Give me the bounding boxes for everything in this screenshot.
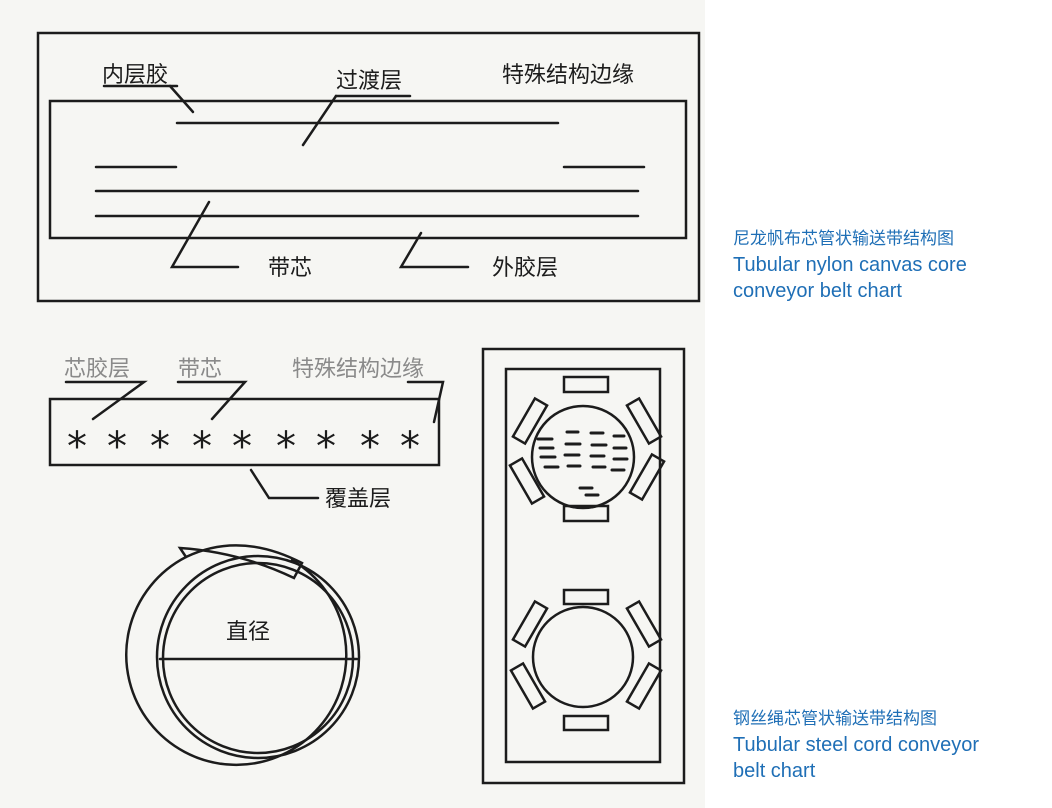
steel-cord-2: * bbox=[107, 424, 127, 470]
caption-nylon-en-line1: Tubular nylon canvas core bbox=[733, 254, 967, 276]
upper-roller-lower-right bbox=[628, 452, 666, 502]
upper-roller-bottom bbox=[562, 504, 610, 523]
label-core-rubber: 芯胶层 bbox=[64, 357, 130, 382]
label-outer-layer: 外胶层 bbox=[492, 256, 558, 281]
label-steel-special-edge: 特殊结构边缘 bbox=[292, 357, 424, 382]
steel-cord-4: * bbox=[192, 424, 212, 470]
steel-cord-7: * bbox=[316, 424, 336, 470]
steel-cord-1: * bbox=[67, 424, 87, 470]
upper-roller-lower-left bbox=[508, 456, 546, 506]
leader-belt-core bbox=[169, 200, 240, 269]
steel-cord-row: * * * * * * * * * bbox=[67, 424, 420, 470]
leader-special-edge-steel bbox=[406, 380, 445, 424]
lower-tube-circle bbox=[531, 605, 635, 709]
label-special-edge: 特殊结构边缘 bbox=[502, 63, 634, 88]
leader-core-rubber bbox=[64, 380, 148, 421]
label-inner-layer: 内层胶 bbox=[102, 63, 168, 88]
gallery-inner-frame bbox=[504, 367, 662, 764]
upper-roller-top bbox=[562, 375, 610, 394]
label-transition-layer: 过渡层 bbox=[336, 69, 402, 94]
caption-steel-cord: 钢丝绳芯管状输送带结构图 Tubular steel cord conveyor… bbox=[733, 706, 979, 784]
label-diameter: 直径 bbox=[226, 620, 270, 645]
leader-transition-layer bbox=[301, 94, 338, 147]
steel-cord-3: * bbox=[150, 424, 170, 470]
lower-roller-upper-left bbox=[511, 599, 549, 649]
belt-structure-drawing: 内层胶 过渡层 特殊结构边缘 带芯 外胶层 芯胶层 带芯 特殊结构边缘 覆盖层 … bbox=[36, 31, 701, 785]
leader-inner-layer bbox=[168, 84, 195, 114]
caption-steel-en-line1: Tubular steel cord conveyor bbox=[733, 734, 980, 756]
lower-roller-lower-right bbox=[625, 661, 663, 711]
upper-roller-upper-right bbox=[625, 396, 663, 446]
leader-steel-belt-core bbox=[176, 380, 248, 421]
caption-nylon-zh: 尼龙帆布芯管状输送带结构图 bbox=[733, 229, 954, 249]
steel-cord-6: * bbox=[276, 424, 296, 470]
lower-roller-upper-right bbox=[625, 599, 663, 649]
nylon-belt-section bbox=[48, 99, 688, 240]
conveyed-material bbox=[536, 430, 629, 497]
caption-nylon-canvas: 尼龙帆布芯管状输送带结构图 Tubular nylon canvas core … bbox=[733, 226, 967, 304]
steel-belt-strip bbox=[48, 397, 441, 467]
caption-steel-zh: 钢丝绳芯管状输送带结构图 bbox=[733, 709, 937, 729]
upper-roller-upper-left bbox=[511, 396, 549, 446]
label-belt-core: 带芯 bbox=[268, 256, 312, 281]
tube-middle-ring bbox=[155, 554, 361, 760]
leader-outer-layer bbox=[398, 231, 470, 269]
caption-steel-en-line2: belt chart bbox=[733, 760, 816, 782]
leader-cover-layer bbox=[249, 468, 320, 500]
gallery-outer-frame bbox=[481, 347, 686, 785]
steel-cord-5: * bbox=[232, 424, 252, 470]
steel-cord-9: * bbox=[400, 424, 420, 470]
upper-tube-circle bbox=[530, 404, 636, 510]
lower-roller-bottom bbox=[562, 714, 610, 732]
nylon-outer-frame bbox=[36, 31, 701, 303]
steel-cord-8: * bbox=[360, 424, 380, 470]
tube-overlap-flap bbox=[177, 544, 304, 580]
lower-roller-lower-left bbox=[509, 661, 547, 711]
label-cover-layer: 覆盖层 bbox=[325, 487, 391, 512]
lower-roller-top bbox=[562, 588, 610, 606]
label-steel-belt-core: 带芯 bbox=[178, 357, 222, 382]
tube-outer-ring bbox=[125, 555, 348, 767]
caption-nylon-en-line2: conveyor belt chart bbox=[733, 280, 902, 302]
